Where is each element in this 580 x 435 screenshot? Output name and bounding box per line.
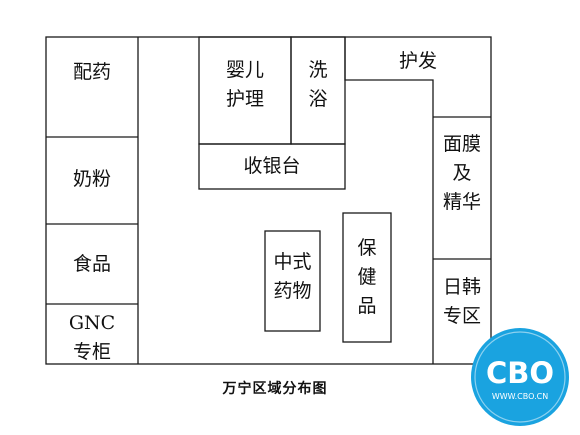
zone-label-gnc: GNC 专柜 [68, 312, 116, 363]
cbo-logo: CBO WWW.CBO.CN [471, 328, 569, 426]
zone-label-cashier: 收银台 [243, 155, 301, 177]
zone-label-masks: 面膜 及 精华 [442, 133, 481, 213]
zone-label-shipin: 食品 [72, 253, 111, 275]
logo-url-text: WWW.CBO.CN [492, 392, 548, 401]
zone-label-chinese-medicine: 中式 药物 [273, 251, 312, 302]
zone-label-hair-care: 护发 [398, 50, 437, 72]
zone-label-naifen: 奶粉 [72, 168, 111, 190]
chinese-medicine-counter [264, 230, 321, 332]
zone-label-health-products: 保 健 品 [357, 237, 377, 317]
logo-brand-text: CBO [486, 356, 554, 390]
health-products-counter [342, 212, 392, 343]
zone-label-japan-korea: 日韩 专区 [442, 276, 481, 327]
zone-label-peiyao: 配药 [72, 61, 111, 83]
cashier-area [198, 143, 346, 190]
zone-label-bath: 洗 浴 [308, 59, 328, 110]
hair-care-wall [344, 37, 434, 364]
zone-label-baby-care: 婴儿 护理 [225, 59, 264, 110]
map-caption: 万宁区域分布图 [222, 381, 328, 397]
